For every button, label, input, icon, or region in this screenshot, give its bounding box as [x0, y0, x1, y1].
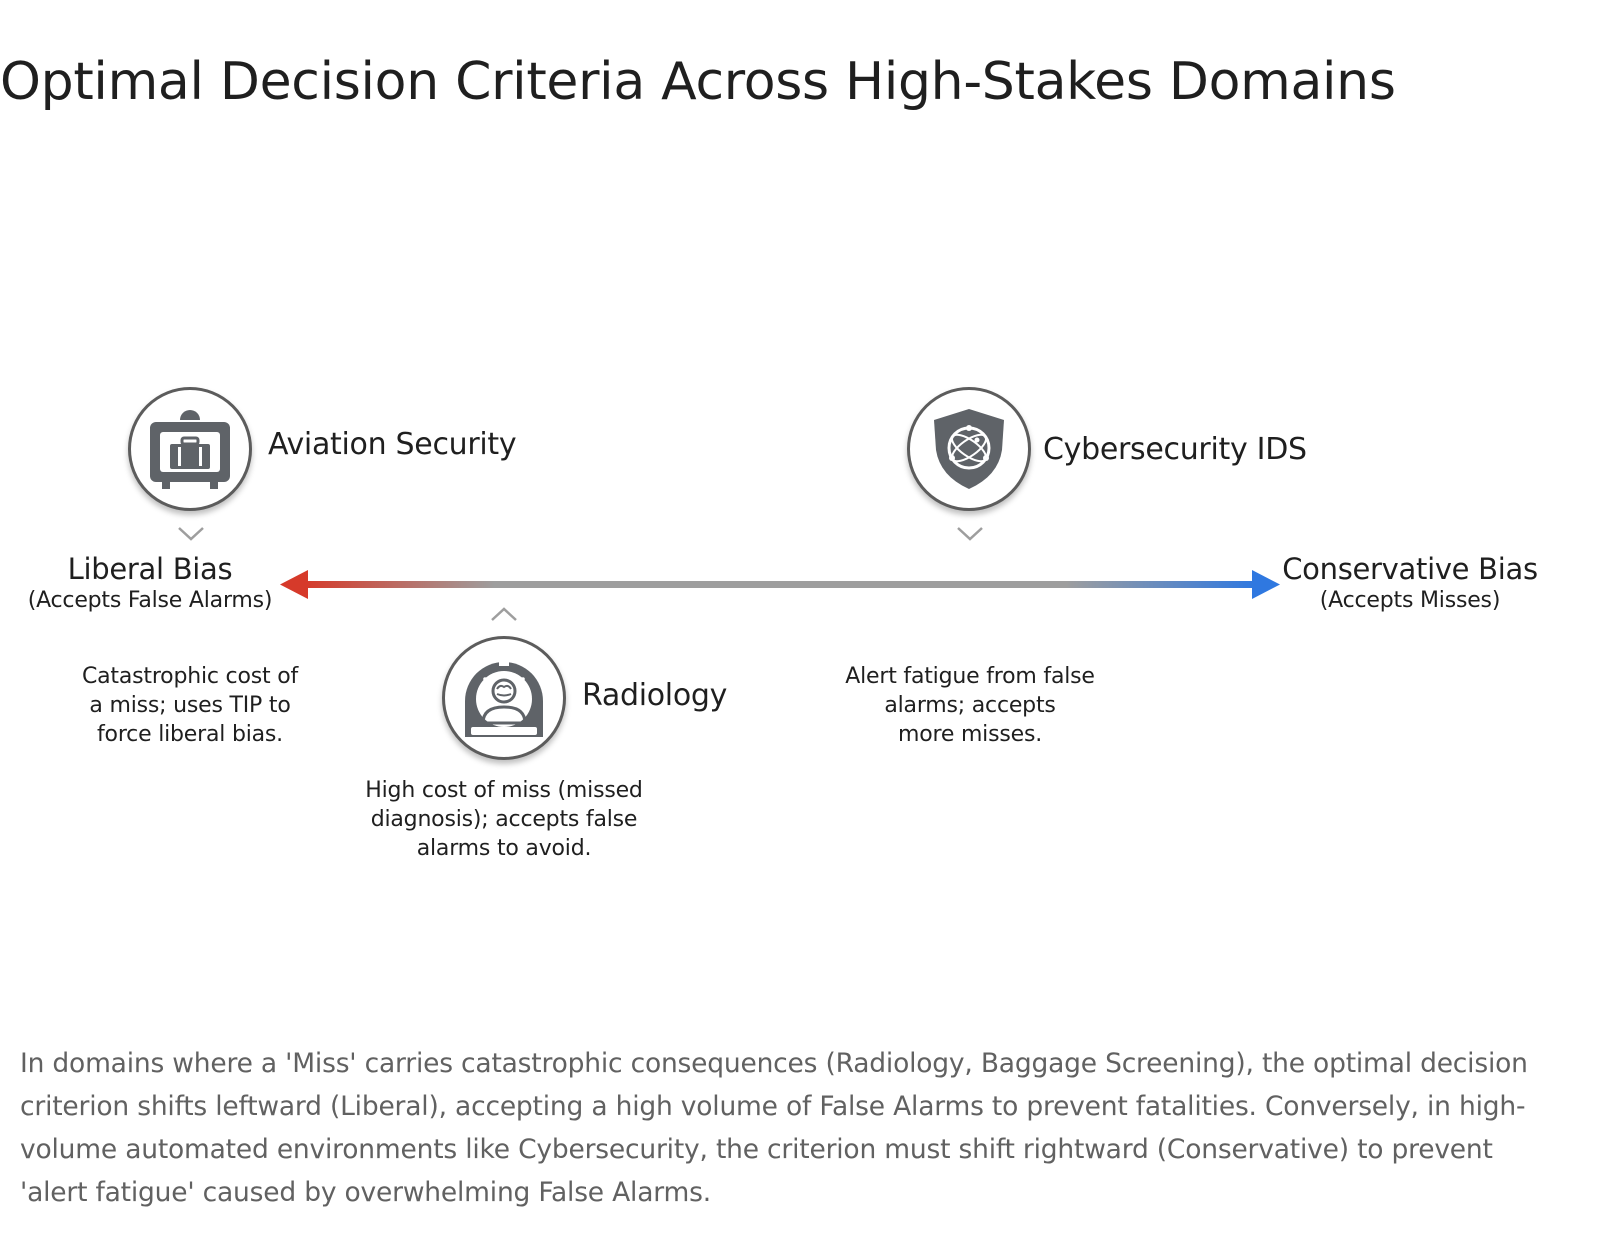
- mri-scanner-icon: [465, 662, 543, 737]
- axis-arrowhead-left: [280, 570, 308, 599]
- radiology-label: Radiology: [582, 678, 728, 713]
- aviation-security-description: Catastrophic cost of a miss; uses TIP to…: [81, 664, 298, 747]
- chevron-up-icon: [491, 607, 517, 621]
- cybersecurity-ids-node: [907, 387, 1031, 511]
- liberal-bias-subtitle: (Accepts False Alarms): [27, 588, 273, 613]
- radiology-description: High cost of miss (missed diagnosis); ac…: [365, 778, 643, 861]
- aviation-security-label: Aviation Security: [268, 427, 517, 462]
- conservative-bias-title: Conservative Bias: [1282, 552, 1538, 586]
- conservative-bias-subtitle: (Accepts Misses): [1319, 588, 1501, 613]
- page-title: Optimal Decision Criteria Across High-St…: [0, 52, 1396, 112]
- axis-line: [304, 581, 1256, 588]
- cybersecurity-ids-description: Alert fatigue from false alarms; accepts…: [845, 664, 1095, 747]
- diagram-caption: In domains where a 'Miss' carries catast…: [20, 1048, 1528, 1208]
- chevron-down-icon: [178, 527, 204, 541]
- liberal-bias-title: Liberal Bias: [67, 552, 233, 586]
- baggage-scanner-icon: [150, 410, 230, 489]
- radiology-node: [442, 636, 566, 760]
- shield-network-icon: [934, 409, 1004, 489]
- chevron-down-icon: [957, 527, 983, 541]
- aviation-security-node: [128, 387, 252, 511]
- cybersecurity-ids-label: Cybersecurity IDS: [1043, 432, 1307, 467]
- axis-arrowhead-right: [1252, 570, 1280, 599]
- bias-axis-arrow: [280, 570, 1280, 599]
